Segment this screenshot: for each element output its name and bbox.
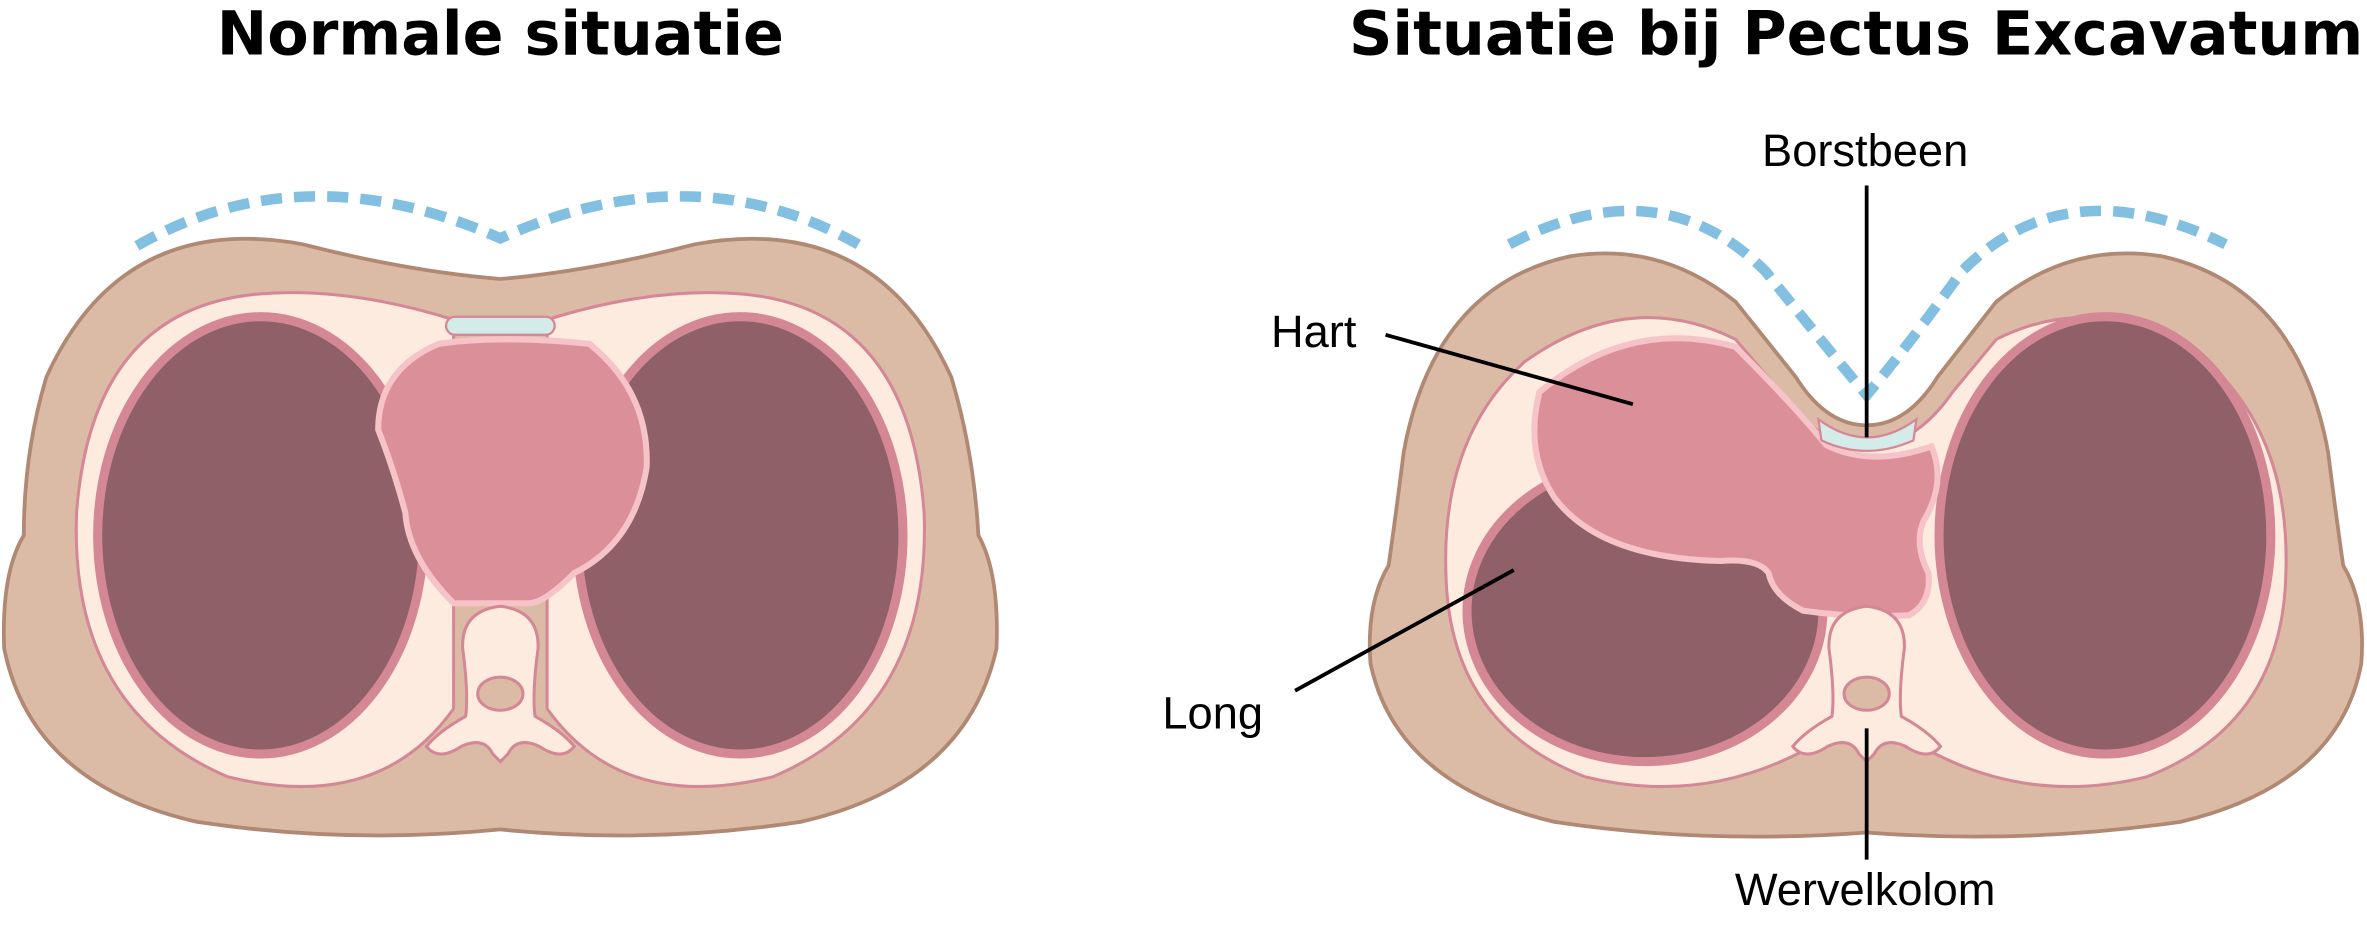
normal-chest: Normale situatie: [1, 0, 999, 838]
pectus-lung-right: [1934, 312, 2276, 759]
pectus-chest: Situatie bij Pectus Excavatum Borstbeen …: [1162, 0, 2364, 915]
heart-label: Hart: [1271, 306, 1357, 357]
pectus-heart: [1531, 335, 1941, 620]
sternum-label: Borstbeen: [1762, 125, 1968, 176]
lung-leader-line: [1294, 568, 1515, 693]
normal-heart: [375, 336, 650, 607]
normal-lung-left: [93, 312, 428, 759]
normal-chest-contour: [134, 191, 864, 251]
pectus-title: Situatie bij Pectus Excavatum: [1349, 0, 2363, 69]
lung-label: Long: [1162, 687, 1263, 738]
normal-sternum: [444, 315, 556, 336]
pectus-spinal-canal: [1842, 675, 1891, 712]
pectus-sternum: [1816, 416, 1918, 453]
heart-leader-line: [1385, 332, 1634, 406]
normal-title: Normale situatie: [217, 0, 784, 69]
normal-spinal-canal: [476, 675, 525, 712]
spine-label: Wervelkolom: [1735, 864, 1996, 915]
